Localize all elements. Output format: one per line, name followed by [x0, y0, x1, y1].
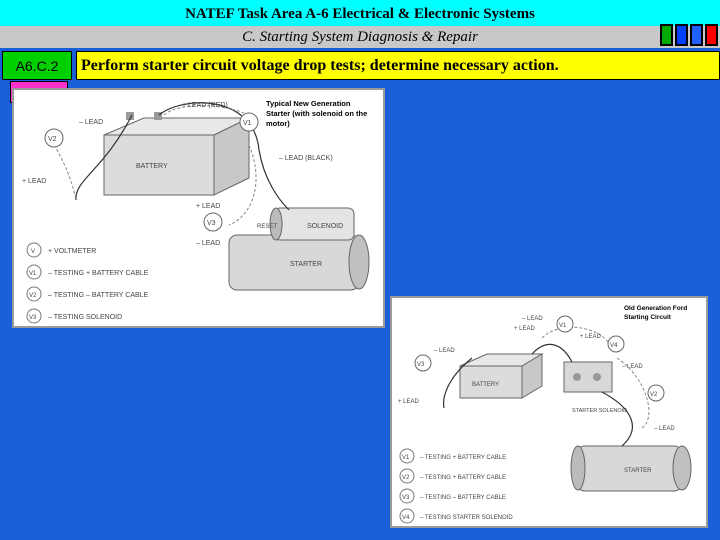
nav-square-blue[interactable]	[675, 24, 688, 46]
legend1-text-1: – TESTING + BATTERY CABLE	[48, 270, 149, 277]
diagram2-caption-line1: Old Generation Ford	[624, 305, 687, 312]
legend1-key-0: V	[31, 249, 35, 255]
starter-drawing	[228, 207, 370, 291]
voltmeter-v2	[44, 128, 64, 148]
legend1-text-0: + VOLTMETER	[48, 248, 96, 255]
minus-lead-right2-label: – LEAD	[654, 426, 675, 432]
legend2-text-3: – TESTING STARTER SOLENOID	[420, 515, 513, 521]
legend1-text-3: – TESTING SOLENOID	[48, 314, 122, 321]
minus-lead-left-label: – LEAD	[434, 348, 455, 354]
diagram1-caption-line3: motor)	[266, 119, 290, 128]
starter2-label: STARTER	[624, 468, 652, 474]
legend1-key-1: V1	[29, 271, 37, 277]
diagram1-legend	[26, 242, 42, 324]
nav-square-green[interactable]	[660, 24, 673, 46]
voltmeter-v3	[203, 212, 223, 232]
diagram1-caption-line1: Typical New Generation	[266, 99, 351, 108]
legend1-key-3: V3	[29, 315, 37, 321]
diagram2-legend	[399, 448, 415, 524]
battery-drawing	[103, 112, 250, 196]
reset-label: RESET	[257, 224, 277, 230]
v4b-label: V4	[610, 343, 618, 349]
task-code: A6.C.2	[2, 51, 72, 80]
new-generation-starter-diagram: BATTERY STARTER SOLENOID RESET V1 V2 V3 …	[12, 88, 385, 328]
voltmeter2-v2	[647, 384, 665, 402]
legend2-text-1: – TESTING + BATTERY CABLE	[420, 475, 506, 481]
voltmeter2-v4	[607, 335, 625, 353]
plus-lead-red-label: + LEAD (RED)	[182, 102, 228, 109]
legend2-key-0: V1	[402, 455, 410, 461]
voltmeter2-v1	[556, 315, 574, 333]
minus-lead-label: – LEAD	[79, 119, 103, 126]
nav-square-lightblue[interactable]	[690, 24, 703, 46]
minus-lead-top-label: – LEAD	[522, 316, 543, 322]
starter-solenoid-label: STARTER SOLENOID	[572, 408, 627, 414]
page-subtitle: C. Starting System Diagnosis & Repair	[242, 29, 478, 45]
v1-label: V1	[243, 120, 252, 127]
task-description: Perform starter circuit voltage drop tes…	[76, 51, 720, 80]
legend2-text-0: – TESTING + BATTERY CABLE	[420, 455, 506, 461]
battery-label: BATTERY	[136, 163, 168, 170]
starter-drawing	[570, 445, 692, 492]
diagram2-caption-line2: Starting Circuit	[624, 314, 672, 321]
minus-lead-mid-label: – LEAD	[196, 240, 220, 247]
nav-square-red[interactable]	[705, 24, 718, 46]
minus-lead-black-label: – LEAD (BLACK)	[279, 155, 333, 162]
plus-lead-top-label: + LEAD	[514, 326, 536, 332]
battery-drawing	[459, 353, 544, 399]
solenoid-label: SOLENOID	[307, 223, 343, 230]
plus-lead-left2-label: + LEAD	[398, 399, 420, 405]
v2b-label: V2	[650, 392, 658, 398]
plus-lead-left-label: + LEAD	[22, 178, 46, 185]
v2-label: V2	[48, 136, 57, 143]
starter-label: STARTER	[290, 261, 322, 268]
voltmeter2-v3	[414, 354, 432, 372]
diagram1-caption-line2: Starter (with solenoid on the	[266, 109, 367, 118]
nav-squares	[660, 24, 718, 46]
legend1-key-2: V2	[29, 293, 37, 299]
v3b-label: V3	[417, 362, 425, 368]
voltmeter-v1	[239, 112, 259, 132]
legend2-text-2: – TESTING – BATTERY CABLE	[420, 495, 506, 501]
page-title: NATEF Task Area A-6 Electrical & Electro…	[185, 6, 535, 22]
v1b-label: V1	[559, 323, 567, 329]
legend2-key-1: V2	[402, 475, 410, 481]
plus-lead-right-label: + LEAD	[580, 334, 602, 340]
legend1-text-2: – TESTING – BATTERY CABLE	[48, 292, 149, 299]
battery2-label: BATTERY	[472, 382, 499, 388]
minus-lead-right1-label: – LEAD	[622, 364, 643, 370]
v3-label: V3	[207, 220, 216, 227]
plus-lead-mid-label: + LEAD	[196, 203, 220, 210]
old-generation-ford-diagram: BATTERY STARTER SOLENOID STARTER V1 V2 V…	[390, 296, 708, 528]
legend2-key-2: V3	[402, 495, 410, 501]
legend2-key-3: V4	[402, 515, 410, 521]
subtitle-bar	[0, 26, 720, 48]
starter-solenoid-drawing	[563, 361, 613, 393]
